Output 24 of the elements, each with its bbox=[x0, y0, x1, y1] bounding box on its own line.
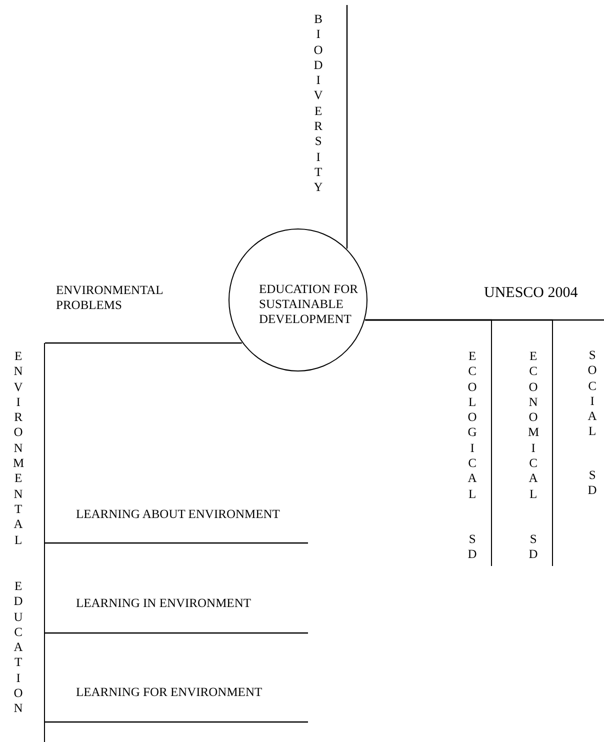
note-label: ENVIRONMENTAL PROBLEMS bbox=[56, 283, 164, 313]
connector-line bbox=[45, 632, 308, 634]
node-label: LEARNING FOR ENVIRONMENT bbox=[76, 685, 262, 700]
bracket-column bbox=[465, 320, 492, 566]
connector-line bbox=[346, 5, 348, 249]
node-label: LEARNING IN ENVIRONMENT bbox=[76, 596, 251, 611]
connector-line bbox=[365, 319, 604, 321]
connector-line bbox=[45, 721, 308, 723]
vertical-label: SOCIAL bbox=[587, 348, 598, 440]
circle-node bbox=[228, 228, 368, 372]
vertical-label: SD bbox=[467, 532, 478, 563]
node-label: LEARNING ABOUT ENVIRONMENT bbox=[76, 507, 280, 522]
connector-line bbox=[45, 542, 308, 544]
node-label: EDUCATION FOR SUSTAINABLE DEVELOPMENT bbox=[259, 282, 359, 327]
note-label: UNESCO 2004 bbox=[484, 286, 578, 301]
bracket-column bbox=[526, 320, 553, 566]
edge-label: BIODIVERSITY bbox=[313, 12, 324, 196]
vertical-label: SD bbox=[528, 532, 539, 563]
vertical-label: EDUCATION bbox=[13, 579, 24, 717]
vertical-label: ECOLOGICAL bbox=[467, 349, 478, 502]
vertical-label: ECONOMICAL bbox=[528, 349, 539, 502]
connector-line bbox=[45, 342, 242, 344]
vertical-label: ENVIRONMENTAL bbox=[13, 349, 24, 548]
vertical-label: SD bbox=[587, 468, 598, 499]
